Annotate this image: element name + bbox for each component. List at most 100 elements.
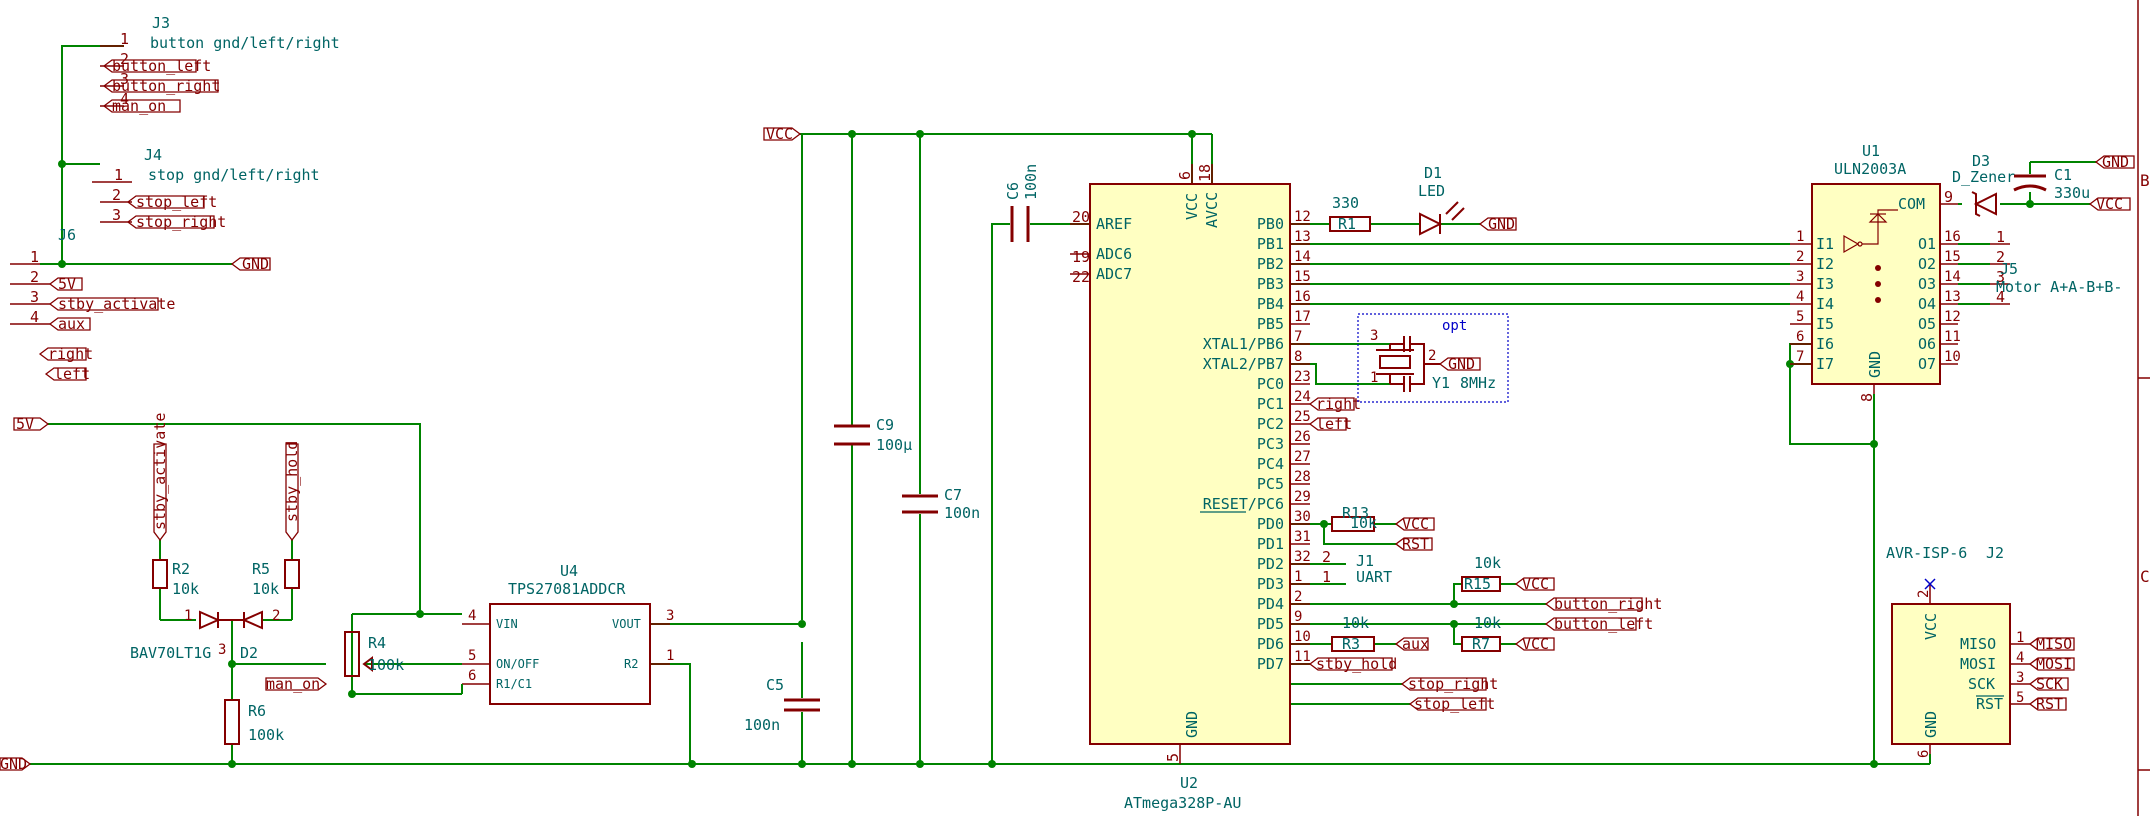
j3-pin-2: 2 [120,50,129,68]
y1-group-label: opt [1442,318,1467,334]
label-stop-left-j4: stop_left [136,193,217,211]
label-gnd-crystal: GND [1448,355,1475,373]
r15-ref: R15 [1464,575,1491,593]
u2-pin-number: 32 [1294,549,1311,565]
u4-pin-vin-name: VIN [496,617,518,631]
u2-pin-gnd-num: 5 [1164,753,1182,762]
j1-pin-1: 1 [1322,568,1331,586]
zener-d3[interactable]: D3 D_Zener [1952,152,2015,217]
j2-pin-mosi-num: 4 [2016,650,2024,666]
u4-pin-onoff-num: 5 [468,648,476,664]
u2-pin-number: 7 [1294,329,1302,345]
y1-ref: Y1 [1432,374,1450,392]
d2-pin-3: 3 [218,642,226,658]
u1-input-pin-number: 3 [1796,269,1804,285]
d3-ref: D3 [1972,152,1990,170]
j4-value: stop gnd/left/right [148,166,320,184]
j6-pin-1: 1 [30,248,39,266]
label-man-on-j3: man_on [112,97,166,115]
label-miso: MISO [2036,635,2072,653]
label-rst-isp: RST [2036,695,2063,713]
u1-input-pin-number: 4 [1796,289,1804,305]
label-left-pc1: left [1316,415,1352,433]
j1-pin-2: 2 [1322,548,1331,566]
u2-pin-name: PD1 [1257,535,1284,553]
connector-j6[interactable]: 1 2 3 4 J6 [10,226,76,326]
connector-j5-motor[interactable]: 1 2 3 4 J5 Motor A+A-B+B- [1990,228,2122,306]
u2-pin-number: 9 [1294,609,1302,625]
u4-pin-vout-name: VOUT [612,617,641,631]
u1-output-pin-name: O2 [1918,255,1936,273]
j3-pin-4: 4 [120,90,129,108]
u2-pin-name: PD4 [1257,595,1284,613]
crystal-y1-opt[interactable]: opt 3 2 1 Y1 8MHz [1357,313,1509,403]
sheet-border [2137,0,2150,816]
label-gnd-bottom: GND [0,755,27,773]
r6-value: 100k [248,726,284,744]
d2-ref: D2 [240,644,258,662]
d2-pin-1: 1 [184,608,192,624]
junctions [58,130,2034,768]
c1-value: 330u [2054,184,2090,202]
r4-value: 100k [368,656,404,674]
u1-pin-gnd-num: 8 [1858,393,1876,402]
u2-pin-name: PB0 [1257,215,1284,233]
y1-pin-1: 1 [1370,370,1378,386]
diode-d2-bav70[interactable]: 1 2 3 D2 BAV70LT1G [130,608,280,662]
u1-input-pin-name: I7 [1816,355,1834,373]
label-button-right-pd2: button_right [1554,595,1662,613]
darlington-symbol [1843,209,1898,254]
u2-pin-name: PD7 [1257,655,1284,673]
u2-pin-adc7-num: 22 [1072,268,1090,286]
r5-ref: R5 [252,560,270,578]
j2-pin-vcc-num: 2 [1916,590,1932,598]
led-d1[interactable]: D1 LED [1418,164,1465,236]
label-aux-pd4: aux [1402,635,1429,653]
u1-input-pin-number: 5 [1796,309,1804,325]
j2-pin-miso-num: 1 [2016,630,2024,646]
connector-j1-uart[interactable]: 2 1 J1 UART [1322,548,1392,586]
connector-j3[interactable]: 1 2 3 4 J3 button gnd/left/right [100,14,340,108]
u1-output-pin-name: O7 [1918,355,1936,373]
u2-pin-number: 27 [1294,449,1311,465]
d2-value: BAV70LT1G [130,644,211,662]
u2-pin-number: 8 [1294,349,1302,365]
label-mosi: MOSI [2036,655,2072,673]
u1-input-pin-name: I5 [1816,315,1834,333]
label-right-pc0: right [1316,395,1361,413]
j6-pin-3: 3 [30,288,39,306]
label-vcc-top: VCC [766,125,793,143]
u1-output-pin-number: 16 [1944,229,1961,245]
r15-value: 10k [1474,554,1501,572]
u2-pin-aref-num: 20 [1072,208,1090,226]
j5-pin-4: 4 [1996,288,2005,306]
u2-pin-number: 12 [1294,209,1311,225]
ic-u4-tps27081[interactable]: VIN ON/OFF R1/C1 VOUT R2 4 5 6 3 1 U4 TP… [461,562,674,705]
j6-pin-2: 2 [30,268,39,286]
j4-pin-3: 3 [112,206,121,224]
resistors [152,216,1501,745]
label-man-on-r4: man_on [266,675,320,693]
u2-pin-number: 15 [1294,269,1311,285]
capacitors [784,174,2047,712]
connector-j4[interactable]: 1 2 3 J4 stop gnd/left/right [92,146,320,224]
u2-ref: U2 [1180,774,1198,792]
label-stby-hold-vertical: stby_hold [283,441,301,522]
u2-pin-adc7-name: ADC7 [1096,265,1132,283]
r13-value: 10k [1350,514,1377,532]
label-stby-activate-vertical: stby_activate [151,413,169,530]
u2-pin-gnd-name: GND [1183,711,1201,738]
u1-output-pin-number: 14 [1944,269,1961,285]
label-button-right: button_right [112,77,220,95]
j6-ref: J6 [58,226,76,244]
c6-value: 100n [1022,164,1040,200]
u1-input-pin-name: I2 [1816,255,1834,273]
u2-pin-name: PC1 [1257,395,1284,413]
connector-j2-avr-isp[interactable]: MISO MOSI SCK RST VCC GND 1 4 3 5 2 6 AV… [1886,544,2030,758]
u2-pin-name: PC3 [1257,435,1284,453]
u2-pin-name: PB2 [1257,255,1284,273]
u2-pin-name: PD5 [1257,615,1284,633]
u2-pin-number: 10 [1294,629,1311,645]
